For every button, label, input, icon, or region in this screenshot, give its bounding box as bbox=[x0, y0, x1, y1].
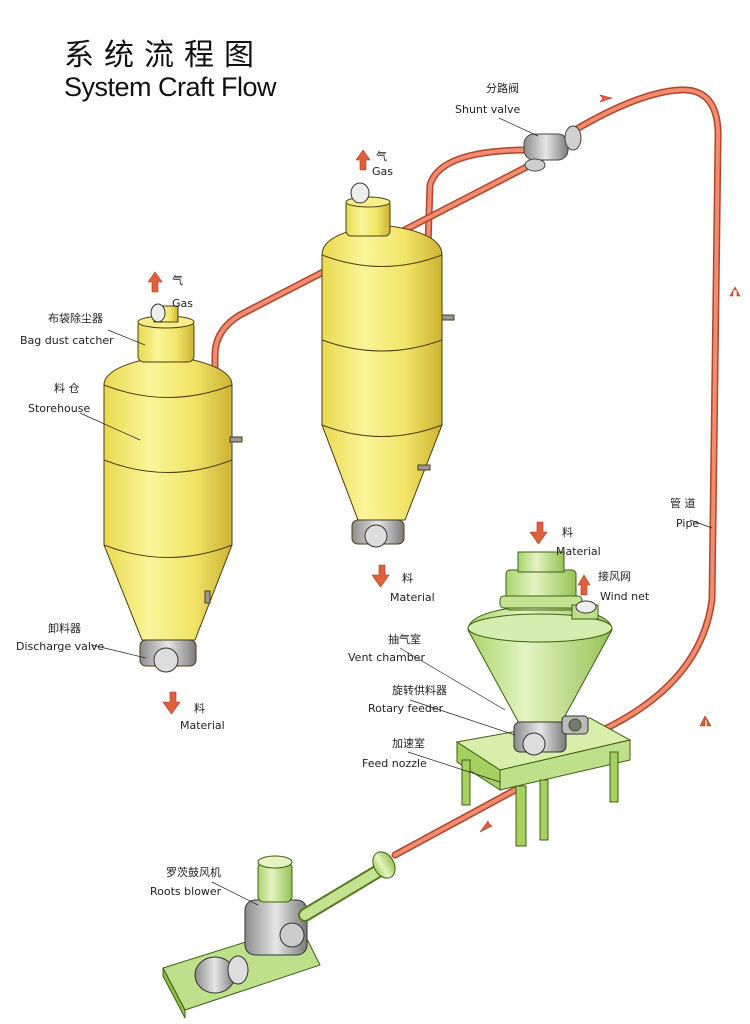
label-material-top-zh: 料 bbox=[562, 526, 573, 539]
label-gas-left-en: Gas bbox=[172, 297, 193, 310]
label-bag-dust-catcher-zh: 布袋除尘器 bbox=[48, 312, 103, 325]
label-gas-left-zh: 气 bbox=[172, 274, 183, 287]
rotary-feeder-assembly bbox=[455, 551, 632, 847]
label-gas-right-en: Gas bbox=[372, 165, 393, 178]
arrow-down-icon bbox=[529, 521, 548, 545]
label-gas-right-zh: 气 bbox=[376, 150, 387, 163]
rotary-feeder-icon bbox=[522, 732, 546, 756]
label-discharge-valve-zh: 卸料器 bbox=[48, 622, 81, 635]
flow-arrow-icon bbox=[699, 715, 712, 727]
discharge-valve-icon bbox=[153, 647, 179, 673]
label-bag-dust-catcher-en: Bag dust catcher bbox=[20, 334, 114, 347]
label-vent-chamber-en: Vent chamber bbox=[348, 651, 425, 664]
roots-blower-icon bbox=[279, 922, 305, 948]
direction-arrows bbox=[147, 149, 591, 715]
title-chinese: 系统流程图 bbox=[64, 38, 264, 73]
label-material-top-en: Material bbox=[556, 545, 601, 558]
arrow-up-icon bbox=[577, 574, 591, 596]
label-discharge-valve-en: Discharge valve bbox=[16, 640, 105, 653]
right-silo bbox=[321, 182, 455, 548]
gas-outlet-icon bbox=[150, 303, 166, 323]
label-pipe-zh: 管 道 bbox=[670, 497, 696, 510]
label-storehouse-en: Storehouse bbox=[28, 402, 91, 415]
arrow-up-icon bbox=[355, 149, 371, 171]
label-feed-nozzle-en: Feed nozzle bbox=[362, 757, 427, 770]
label-wind-net-zh: 接风网 bbox=[598, 570, 631, 583]
label-rotary-feeder-zh: 旋转供料器 bbox=[392, 684, 447, 697]
wind-net-icon bbox=[575, 600, 597, 614]
label-rotary-feeder-en: Rotary feeder bbox=[368, 702, 444, 715]
pipe-network bbox=[211, 86, 722, 859]
label-shunt-valve-en: Shunt valve bbox=[455, 103, 521, 116]
discharge-valve-icon bbox=[364, 524, 388, 548]
label-material-left-zh: 料 bbox=[194, 702, 205, 715]
roots-blower bbox=[162, 851, 396, 1019]
pipe-to-right-silo bbox=[424, 146, 532, 249]
label-pipe-en: Pipe bbox=[676, 517, 700, 530]
label-roots-blower-en: Roots blower bbox=[150, 885, 222, 898]
flow-arrow-icon bbox=[599, 94, 614, 103]
label-material-left-en: Material bbox=[180, 719, 225, 732]
title-english: System Craft Flow bbox=[64, 72, 277, 102]
flow-arrow-icon bbox=[729, 286, 741, 297]
left-silo bbox=[103, 303, 243, 673]
label-material-mid-zh: 料 bbox=[402, 572, 413, 585]
shunt-valve bbox=[523, 125, 582, 172]
label-roots-blower-zh: 罗茨鼓风机 bbox=[166, 866, 221, 879]
label-storehouse-zh: 料 仓 bbox=[54, 382, 80, 395]
flow-arrow-icon bbox=[479, 820, 493, 833]
gas-outlet-icon bbox=[350, 182, 370, 204]
arrow-up-icon bbox=[147, 271, 163, 293]
flow-arrows bbox=[479, 94, 741, 833]
arrow-down-icon bbox=[371, 564, 390, 588]
label-shunt-valve-zh: 分路阀 bbox=[486, 82, 519, 95]
label-material-mid-en: Material bbox=[390, 591, 435, 604]
label-vent-chamber-zh: 抽气室 bbox=[388, 633, 421, 646]
arrow-down-icon bbox=[162, 691, 181, 715]
leader-lines bbox=[79, 117, 713, 906]
label-feed-nozzle-zh: 加速室 bbox=[392, 737, 425, 750]
label-wind-net-en: Wind net bbox=[600, 590, 650, 603]
